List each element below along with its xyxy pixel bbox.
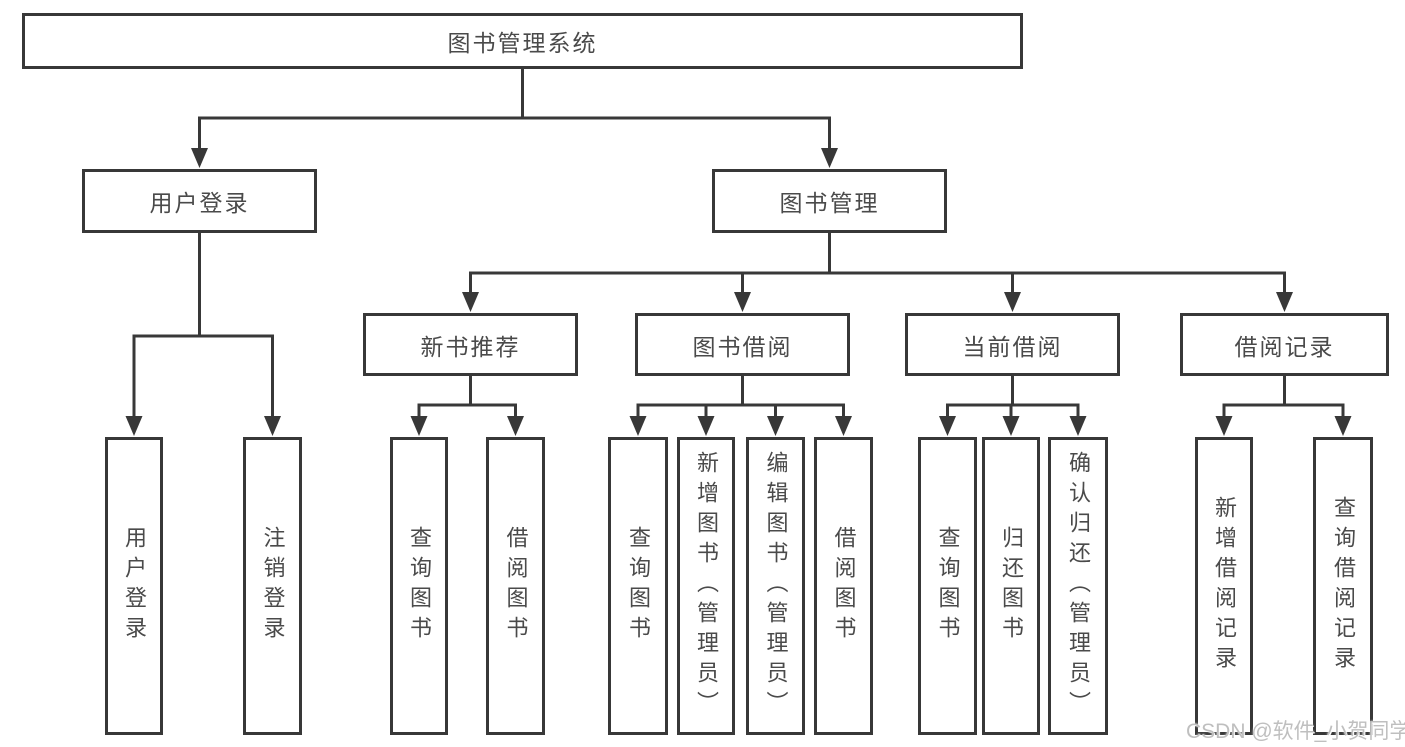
leaf-user-login: 用户登录 [105, 437, 163, 735]
arrowhead-down-icon [1069, 416, 1087, 436]
node-book-management: 图书管理 [712, 169, 947, 233]
arrowhead-down-icon [264, 416, 281, 436]
arrowhead-down-icon [767, 416, 784, 436]
arrowhead-down-icon [462, 292, 479, 312]
leaf-query-borrow-record: 查询借阅记录 [1313, 437, 1373, 735]
node-label: 借阅图书 [503, 526, 529, 646]
arrowhead-down-icon [410, 416, 428, 436]
node-label: 归还图书 [999, 526, 1024, 646]
arrowhead-down-icon [939, 416, 956, 436]
arrowhead-down-icon [125, 416, 143, 436]
arrowhead-down-icon [835, 416, 852, 436]
node-new-book-recommend: 新书推荐 [363, 313, 578, 376]
node-label: 编辑图书（管理员） [763, 451, 789, 721]
node-label: 确认归还（管理员） [1066, 451, 1091, 721]
arrowhead-down-icon [1004, 292, 1021, 312]
arrowhead-down-icon [1002, 416, 1020, 436]
csdn-watermark: CSDN @软件_小贺同学 [1186, 720, 1405, 743]
leaf-logout: 注销登录 [243, 437, 302, 735]
node-label: 查询图书 [626, 526, 651, 646]
arrowhead-down-icon [1215, 416, 1233, 436]
leaf-borrow-books: 借阅图书 [814, 437, 873, 735]
node-label: 查询图书 [407, 526, 432, 646]
node-current-borrowing: 当前借阅 [905, 313, 1120, 376]
node-label: 新增图书（管理员） [694, 451, 719, 721]
arrowhead-down-icon [821, 148, 838, 168]
arrowhead-down-icon [734, 292, 751, 312]
leaf-borrow-books-recommend: 借阅图书 [486, 437, 545, 735]
node-label: 新书推荐 [420, 333, 521, 360]
node-label: 用户登录 [149, 190, 250, 216]
node-label: 当前借阅 [962, 333, 1063, 360]
leaf-add-book-admin: 新增图书（管理员） [677, 437, 735, 735]
node-borrowing-records: 借阅记录 [1180, 313, 1389, 376]
arrowhead-down-icon [697, 416, 715, 436]
node-user-login: 用户登录 [82, 169, 317, 233]
node-label: 图书借阅 [692, 333, 793, 360]
leaf-query-books-borrow: 查询图书 [608, 437, 668, 735]
arrowhead-down-icon [1276, 292, 1293, 312]
leaf-query-books-current: 查询图书 [918, 437, 977, 735]
node-label: 查询图书 [935, 526, 961, 646]
node-label: 借阅记录 [1234, 333, 1335, 360]
node-book-borrowing: 图书借阅 [635, 313, 850, 376]
node-label: 新增借阅记录 [1212, 496, 1237, 676]
node-library-management-system: 图书管理系统 [22, 13, 1023, 69]
arrowhead-down-icon [191, 148, 208, 168]
node-label: 查询借阅记录 [1331, 496, 1356, 676]
arrowhead-down-icon [629, 416, 647, 436]
node-label: 用户登录 [122, 526, 147, 646]
node-label: 图书管理系统 [447, 30, 598, 56]
arrowhead-down-icon [1334, 416, 1352, 436]
node-label: 图书管理 [779, 190, 880, 216]
arrowhead-down-icon [507, 416, 524, 436]
leaf-add-borrow-record: 新增借阅记录 [1195, 437, 1253, 735]
leaf-return-books: 归还图书 [982, 437, 1040, 735]
node-label: 注销登录 [260, 526, 286, 646]
leaf-query-books-recommend: 查询图书 [390, 437, 448, 735]
node-label: 借阅图书 [831, 526, 857, 646]
leaf-confirm-return-admin: 确认归还（管理员） [1048, 437, 1108, 735]
leaf-edit-book-admin: 编辑图书（管理员） [746, 437, 805, 735]
